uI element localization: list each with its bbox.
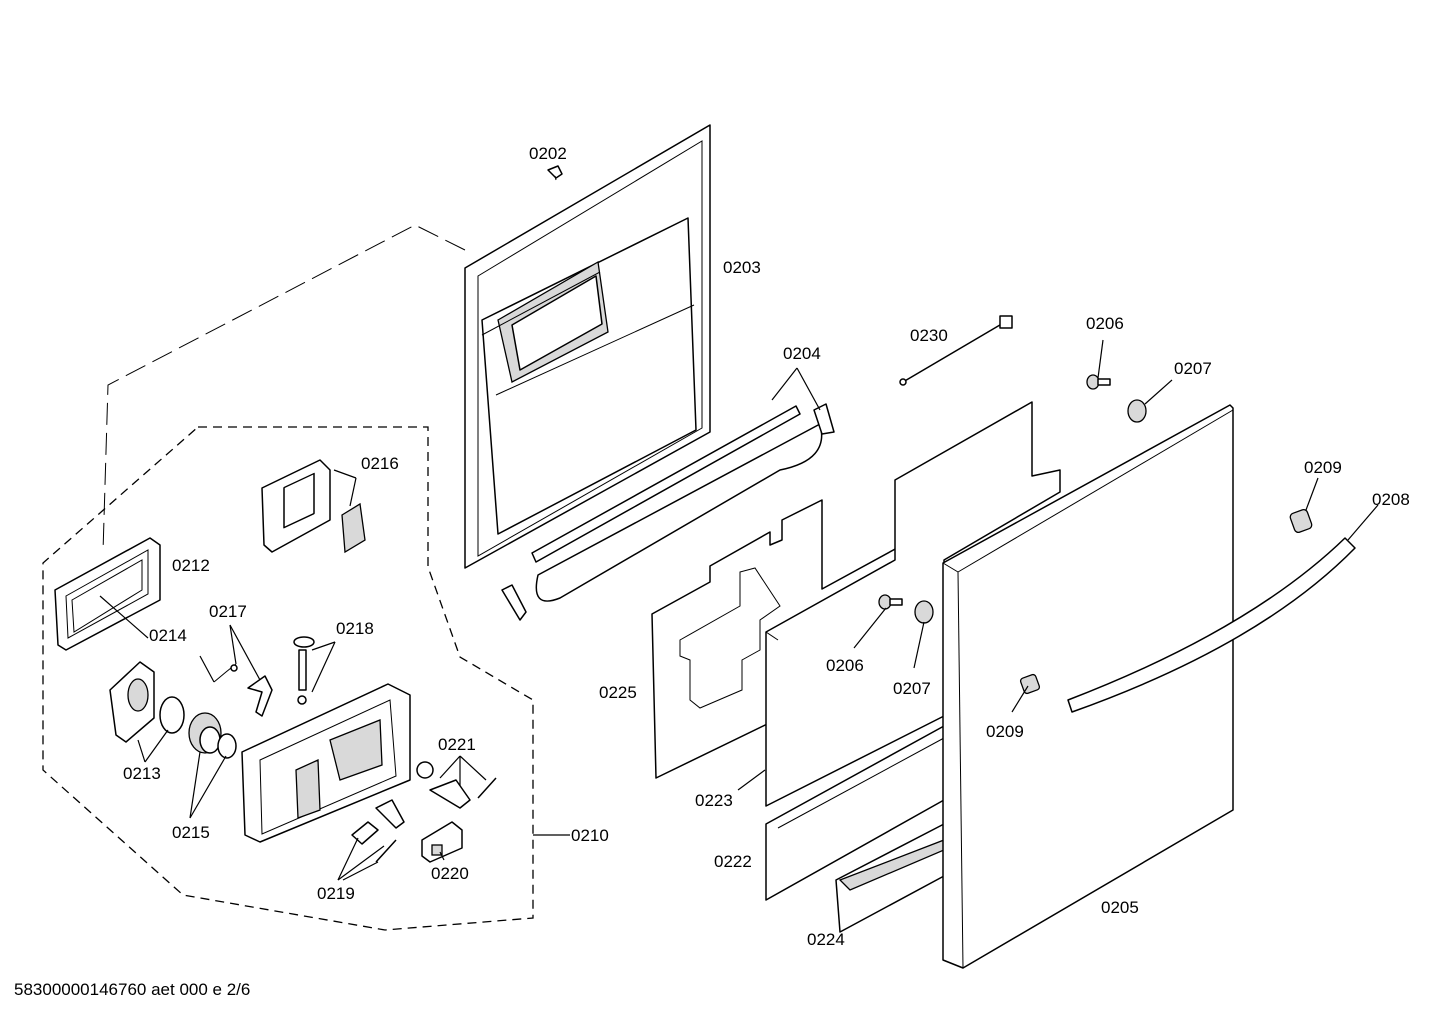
clip-0202 (547, 165, 563, 181)
label-0225: 0225 (599, 683, 637, 702)
label-0220: 0220 (431, 864, 469, 883)
frame-0212 (54, 537, 161, 651)
label-0219: 0219 (317, 884, 355, 903)
label-0223: 0223 (695, 791, 733, 810)
outer-door-0205 (942, 404, 1234, 969)
label-0213: 0213 (123, 764, 161, 783)
label-0202: 0202 (529, 144, 567, 163)
label-0224: 0224 (807, 930, 845, 949)
label-0207-top: 0207 (1174, 359, 1212, 378)
valve-0218 (293, 636, 315, 705)
label-0216: 0216 (361, 454, 399, 473)
parts-0221 (416, 761, 497, 809)
ring-0214 (159, 696, 185, 734)
label-0205: 0205 (1101, 898, 1139, 917)
label-0207-mid: 0207 (893, 679, 931, 698)
label-0206-mid: 0206 (826, 656, 864, 675)
label-0204: 0204 (783, 344, 821, 363)
parts-0219 (351, 799, 405, 863)
label-0215: 0215 (172, 823, 210, 842)
document-code: 58300000146760 aet 000 e 2/6 (14, 980, 251, 999)
door-strip-0204 (501, 403, 835, 621)
label-0218: 0218 (336, 619, 374, 638)
spring-0217 (213, 663, 273, 717)
screw-0206-mid (878, 594, 903, 610)
washer-0207-mid (914, 600, 934, 624)
cap-0209-door (1019, 673, 1041, 695)
handle-bar-0208 (1067, 537, 1356, 713)
assembly-guide-line (102, 224, 466, 553)
inner-door-panel (464, 124, 711, 569)
label-0221: 0221 (438, 735, 476, 754)
cover-0216 (261, 459, 366, 554)
label-0209-top: 0209 (1304, 458, 1342, 477)
label-0210: 0210 (571, 826, 609, 845)
nozzle-0215 (188, 712, 237, 759)
lid-0213 (109, 661, 155, 743)
label-0206-top: 0206 (1086, 314, 1124, 333)
label-0208: 0208 (1372, 490, 1410, 509)
label-0222: 0222 (714, 852, 752, 871)
cap-0209-top (1289, 509, 1313, 533)
cable-0230 (899, 315, 1013, 386)
leader-lines (99, 339, 1379, 881)
dispenser-housing-0210 (241, 683, 411, 843)
switch-0220 (421, 821, 463, 863)
label-0209-door: 0209 (986, 722, 1024, 741)
washer-0207-top (1127, 399, 1147, 423)
screw-0206-top (1086, 374, 1111, 390)
label-0217: 0217 (209, 602, 247, 621)
dispenser-group-outline (42, 426, 534, 931)
label-0214: 0214 (149, 626, 187, 645)
label-0203: 0203 (723, 258, 761, 277)
panel-0223 (765, 401, 1061, 807)
label-0212: 0212 (172, 556, 210, 575)
label-0230: 0230 (910, 326, 948, 345)
